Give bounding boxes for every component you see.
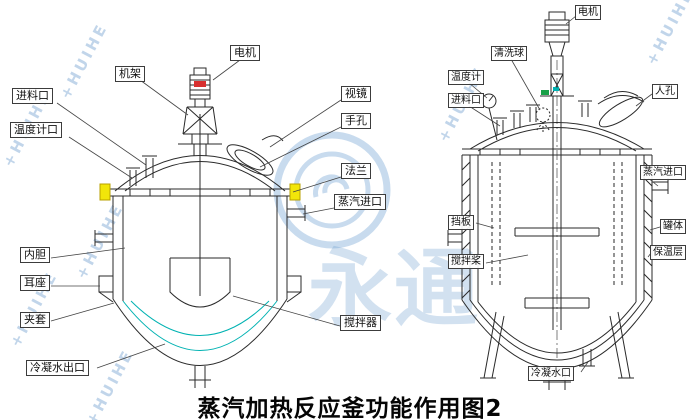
- callout-left-steam-inlet: 蒸汽进口: [334, 194, 386, 210]
- callout-left-feed-port: 进料口: [12, 88, 53, 104]
- callout-right-steam-inlet: 蒸汽进口: [640, 165, 686, 180]
- callout-left-lug: 耳座: [20, 275, 50, 291]
- callout-right-insulation: 保温层: [650, 245, 686, 260]
- callout-left-frame: 机架: [115, 66, 145, 82]
- diagram-title: 蒸汽加热反应釜功能作用图2: [197, 396, 503, 420]
- callout-left-flange: 法兰: [341, 163, 371, 179]
- callout-left-inner-liner: 内胆: [20, 247, 50, 263]
- left-vessel-drawing: [94, 67, 306, 388]
- callout-right-tank-body: 罐体: [660, 219, 686, 234]
- callout-right-thermometer: 温度计: [448, 70, 484, 85]
- callout-right-baffle: 挡板: [448, 215, 474, 230]
- callout-right-cleaning-ball: 清洗球: [491, 46, 527, 61]
- callout-left-hand-hole: 手孔: [341, 113, 371, 129]
- callout-right-agitator-paddle: 搅拌桨: [448, 254, 484, 269]
- callout-right-feed-port: 进料口: [448, 93, 484, 108]
- callout-right-motor: 电机: [575, 5, 601, 20]
- callout-left-motor: 电机: [230, 45, 260, 61]
- leader-lines: [50, 15, 661, 373]
- callout-left-sight-glass: 视镜: [341, 86, 371, 102]
- callout-left-thermometer-port: 温度计口: [10, 122, 62, 138]
- callout-right-manhole: 人孔: [652, 84, 678, 99]
- callout-right-condensate-port: 冷凝水口: [528, 366, 574, 381]
- callout-left-jacket: 夹套: [20, 312, 50, 328]
- callout-left-condensate-outlet: 冷凝水出口: [26, 360, 89, 376]
- callout-left-agitator: 搅拌器: [340, 315, 381, 331]
- right-vessel-drawing: [447, 11, 669, 390]
